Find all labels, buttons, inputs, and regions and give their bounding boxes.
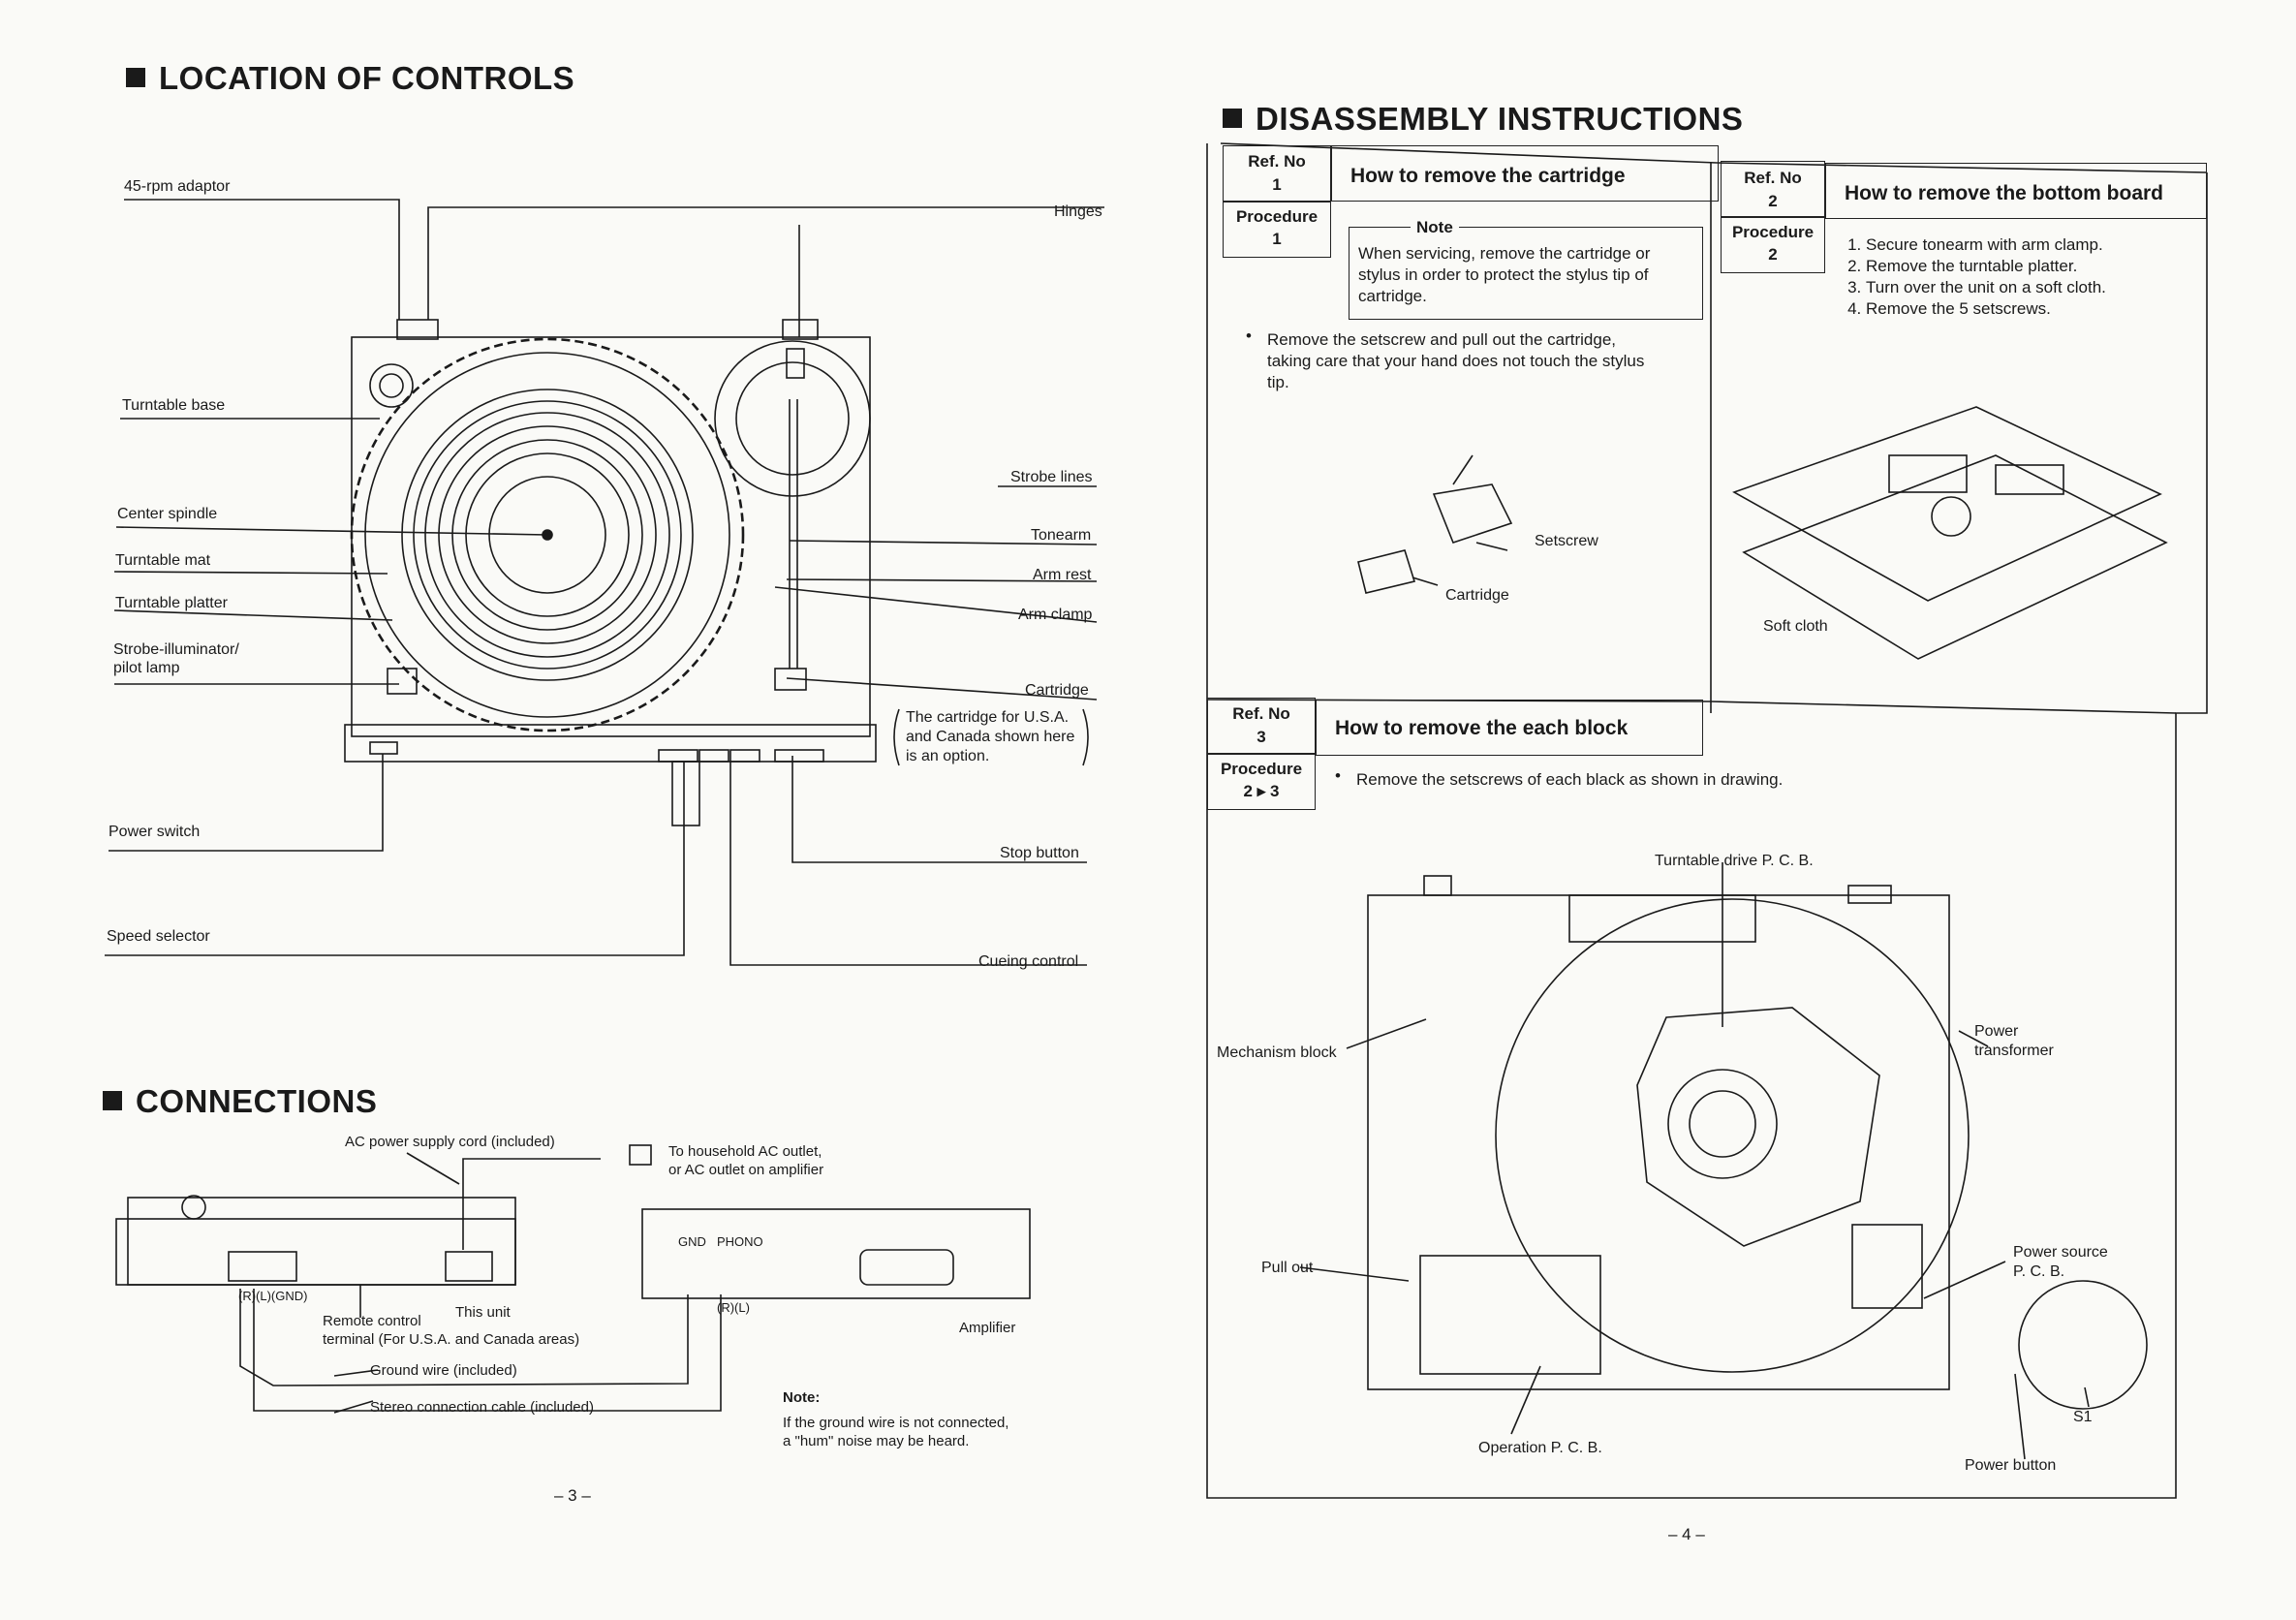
s3-proc-value: 2 ▸ 3 xyxy=(1243,782,1280,800)
s3-proc-cell xyxy=(1207,754,1316,810)
label-45rpm-adaptor: 45-rpm adaptor xyxy=(124,178,231,195)
label-setscrew: Setscrew xyxy=(1535,533,1598,549)
s1-ref-label: Ref. No xyxy=(1248,152,1306,171)
label-drive-pcb: Turntable drive P. C. B. xyxy=(1655,853,1814,869)
s2-ref-cell xyxy=(1721,161,1825,217)
s3-ref-value: 3 xyxy=(1257,728,1266,746)
s1-note-title: Note xyxy=(1411,217,1459,238)
label-tonearm: Tonearm xyxy=(1031,527,1092,544)
label-arm-rest: Arm rest xyxy=(1033,567,1092,583)
s2-proc-cell xyxy=(1721,217,1825,273)
connections-note-line2: a "hum" noise may be heard. xyxy=(783,1433,970,1449)
location-heading: LOCATION OF CONTROLS xyxy=(126,60,574,97)
s2-step-2: Remove the turntable platter. xyxy=(1866,256,2197,277)
disassembly-heading: DISASSEMBLY INSTRUCTIONS xyxy=(1223,101,1743,138)
s1-bullet-dot: • xyxy=(1246,327,1252,345)
label-pull-out: Pull out xyxy=(1261,1260,1314,1276)
label-stereo-cable: Stereo connection cable (included) xyxy=(370,1399,594,1416)
s2-proc-label: Procedure xyxy=(1731,223,1815,241)
s3-bullet-dot: • xyxy=(1335,766,1341,785)
label-strobe-lines: Strobe lines xyxy=(1010,469,1093,485)
label-power-switch: Power switch xyxy=(109,824,201,840)
label-phono: PHONO xyxy=(717,1234,763,1249)
label-remote-line1: Remote control xyxy=(323,1313,421,1329)
s1-proc-label: Procedure xyxy=(1235,207,1319,226)
s1-title: How to remove the cartridge xyxy=(1350,165,1626,187)
s2-step-1: Secure tonearm with arm clamp. xyxy=(1866,234,2197,256)
s1-ref-cell xyxy=(1223,145,1331,202)
s3-ref-cell xyxy=(1207,698,1316,754)
label-cartridge: Cartridge xyxy=(1025,682,1089,699)
label-s1: S1 xyxy=(2073,1409,2093,1425)
s1-bullet-line1: Remove the setscrew and pull out the car… xyxy=(1267,330,1617,349)
cartridge-note-line2: and Canada shown here xyxy=(906,729,1075,745)
label-mechanism-block: Mechanism block xyxy=(1217,1044,1337,1061)
turntable-top-view-diagram xyxy=(105,199,1104,966)
label-turntable-mat: Turntable mat xyxy=(115,552,211,569)
s1-note-line1: When servicing, remove the cartridge or xyxy=(1358,244,1651,263)
s1-proc-cell xyxy=(1223,202,1331,258)
label-this-unit: This unit xyxy=(455,1304,511,1321)
label-cueing-control: Cueing control xyxy=(978,953,1079,970)
label-ground-wire: Ground wire (included) xyxy=(370,1362,517,1379)
label-power-transformer-2: transformer xyxy=(1974,1043,2054,1059)
s1-note-box xyxy=(1349,227,1703,320)
s3-bullet: Remove the setscrews of each black as sh… xyxy=(1356,770,1784,789)
s1-bullet-line2: taking care that your hand does not touc… xyxy=(1267,352,1645,370)
label-power-source-2: P. C. B. xyxy=(2013,1263,2065,1280)
s2-ref-label: Ref. No xyxy=(1744,169,1802,187)
s3-proc-label: Procedure xyxy=(1220,760,1303,778)
s2-steps: Secure tonearm with arm clamp. Remove th… xyxy=(1839,234,2197,320)
s1-note-line2: stylus in order to protect the stylus ti… xyxy=(1358,265,1649,284)
label-stop-button: Stop button xyxy=(1000,845,1079,861)
label-power-transformer-1: Power xyxy=(1974,1023,2019,1040)
label-soft-cloth: Soft cloth xyxy=(1763,618,1828,635)
s2-title: How to remove the bottom board xyxy=(1845,182,2164,204)
s2-proc-value: 2 xyxy=(1768,245,1778,264)
label-remote-line2: terminal (For U.S.A. and Canada areas) xyxy=(323,1331,580,1348)
label-strobe-illuminator: Strobe-illuminator/ xyxy=(113,641,239,658)
label-ac-cord: AC power supply cord (included) xyxy=(345,1134,555,1150)
s2-title-cell xyxy=(1825,163,2207,219)
s1-title-cell xyxy=(1331,145,1719,202)
connections-heading: CONNECTIONS xyxy=(103,1083,377,1120)
label-hinges: Hinges xyxy=(1054,203,1102,220)
label-power-button: Power button xyxy=(1965,1457,2057,1474)
label-rl: (R)(L) xyxy=(717,1300,750,1315)
s3-ref-label: Ref. No xyxy=(1232,704,1290,723)
cartridge-note-line3: is an option. xyxy=(906,748,990,764)
connections-note-title: Note: xyxy=(783,1389,821,1406)
label-amplifier: Amplifier xyxy=(959,1320,1016,1336)
label-turntable-base: Turntable base xyxy=(122,397,226,414)
connections-diagram xyxy=(115,1144,1031,1414)
label-power-source-1: Power source xyxy=(2013,1244,2108,1261)
connections-note-line1: If the ground wire is not connected, xyxy=(783,1415,1009,1431)
page-number-3: – 3 – xyxy=(554,1486,591,1505)
label-arm-clamp: Arm clamp xyxy=(1018,607,1093,623)
s3-title-cell xyxy=(1316,700,1703,756)
label-pilot-lamp: pilot lamp xyxy=(113,660,180,676)
label-s1-cartridge: Cartridge xyxy=(1445,587,1509,604)
label-center-spindle: Center spindle xyxy=(117,506,218,522)
label-outlet-line2: or AC outlet on amplifier xyxy=(668,1162,824,1178)
label-turntable-platter: Turntable platter xyxy=(115,595,228,611)
s1-note-line3: cartridge. xyxy=(1358,287,1427,305)
cartridge-note-line1: The cartridge for U.S.A. xyxy=(906,709,1070,726)
label-outlet-line1: To household AC outlet, xyxy=(668,1143,822,1160)
s2-ref-value: 2 xyxy=(1768,192,1778,210)
page-number-4: – 4 – xyxy=(1668,1525,1705,1543)
label-operation-pcb: Operation P. C. B. xyxy=(1478,1440,1602,1456)
s1-ref-value: 1 xyxy=(1272,175,1282,194)
s1-proc-value: 1 xyxy=(1272,230,1282,248)
label-gnd: GND xyxy=(678,1234,706,1249)
label-rlgnd: (R)(L)(GND) xyxy=(238,1289,308,1303)
s1-bullet-line3: tip. xyxy=(1267,373,1289,391)
label-speed-selector: Speed selector xyxy=(107,928,210,945)
s2-step-3: Turn over the unit on a soft cloth. xyxy=(1866,277,2197,298)
s2-step-4: Remove the 5 setscrews. xyxy=(1866,298,2197,320)
s3-title: How to remove the each block xyxy=(1335,717,1629,739)
